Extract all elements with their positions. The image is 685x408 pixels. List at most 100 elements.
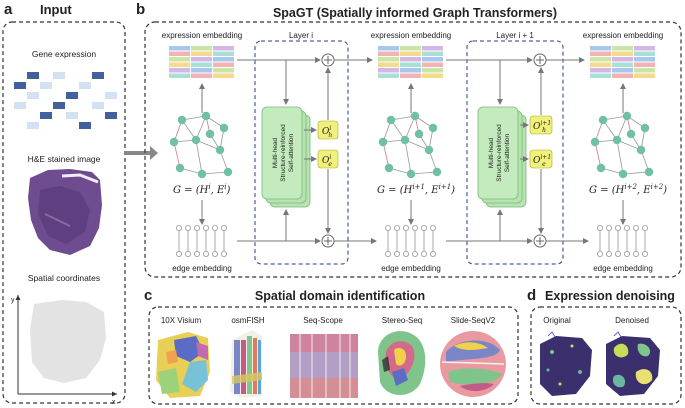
stereoseq-domain-map [378,331,426,396]
embedding-cell [422,51,443,56]
graph-node [406,169,416,179]
graph-edge [616,115,628,141]
panel-b-frame [144,21,682,278]
heatmap-cell [92,102,104,109]
graph-node [400,135,410,145]
edge-end [384,250,391,257]
embedding-cell [422,57,443,62]
graph-node [191,135,201,145]
seqscope-domain-map [290,334,358,398]
embedding-cell [213,62,234,67]
graph-node [424,145,434,155]
embedding-cell [400,68,421,73]
heatmap-cell [53,72,65,79]
edge-end [642,250,649,257]
panel-d: d Expression denoising Original Denoised [527,287,682,405]
attention-block-layer-i: Multi-headStructure-reinforcedSelf-atten… [261,106,311,208]
dataset-label-osmfish: osmFISH [231,316,265,325]
dataset-label-seqscope: Seq-Scope [303,316,343,325]
graph-node [386,115,396,125]
panel-d-letter: d [527,287,536,304]
heatmap-cell [14,82,26,89]
attention-label-2: Multi-headStructure-reinforcedSelf-atten… [488,124,511,182]
heatmap-cell [92,72,104,79]
edge-end [606,224,613,231]
oe-i1-box [529,149,553,169]
edge-end [420,250,427,257]
he-stained-image [28,169,102,255]
edge-embedding-2 [384,224,436,257]
panel-b-letter: b [136,1,145,18]
expr-embedding-label-2: expression embedding [371,31,452,40]
spatial-coordinates-plot: y x [11,295,117,406]
embedding-cell [422,62,443,67]
edge-end [597,224,604,231]
graph-edge [382,141,390,169]
edge-end [211,224,218,231]
embedding-cell [213,73,234,78]
edge-end [193,250,200,257]
expression-embedding-3 [590,46,655,78]
osmfish-domain-map [230,330,262,398]
edge-embedding-1 [175,224,227,257]
embedding-cell [191,51,212,56]
embedding-cell [590,51,611,56]
panel-c: c Spatial domain identification 10X Visi… [144,287,519,405]
edge-end [633,250,640,257]
embedding-cell [378,73,399,78]
layer-i1-label: Layer i + 1 [496,31,534,40]
heatmap-cell [14,102,26,109]
embedding-cell [400,73,421,78]
embedding-cell [213,51,234,56]
edge-end [175,224,182,231]
embedding-cell [612,68,633,73]
layer-i1-flow-arrows [446,57,589,244]
edge-end [384,224,391,231]
dataset-label-slideseqv2: Slide-SeqV2 [451,316,496,325]
edge-end [220,250,227,257]
embedding-cell [378,68,399,73]
layer-i1-box [466,40,564,265]
heatmap-cell [40,82,52,89]
edge-end [220,224,227,231]
embedding-cell [634,73,655,78]
heatmap-cell [66,112,78,119]
embedding-cell [634,57,655,62]
graph-node [428,123,438,133]
edge-embedding-3 [597,224,649,257]
graph-node [640,123,650,133]
edge-end [633,224,640,231]
graph-node [169,137,179,147]
oh-i1-box [529,115,553,135]
graph-node [598,115,608,125]
input-to-model-arrow [126,146,158,160]
edge-end [202,250,209,257]
edge-end [184,250,191,257]
edge-end [429,250,436,257]
embedding-cell [169,51,190,56]
edge-embedding-label-1: edge embedding [172,264,232,273]
edge-end [184,224,191,231]
edge-end [642,224,649,231]
graph-node [618,169,628,179]
expr-embedding-label-1: expression embedding [162,31,243,40]
embedding-cell [400,46,421,51]
slideseqv2-domain-map [440,331,506,397]
heatmap-cell [27,92,39,99]
embedding-cell [213,68,234,73]
graph-2 [378,111,442,179]
expr-embedding-label-3: expression embedding [583,31,664,40]
panel-d-frame [530,306,682,405]
dataset-label-visium: 10X Visium [161,316,202,325]
embedding-cell [612,46,633,51]
embedding-cell [378,46,399,51]
edge-end [411,224,418,231]
panel-a-title: Input [40,2,72,17]
heatmap-cell [105,112,117,119]
graph-edge [195,139,203,175]
embedding-cell [400,62,421,67]
graph-node [410,111,420,121]
graph-node [384,163,394,173]
graph-node [378,137,388,147]
denoised-label: Denoised [615,316,649,325]
